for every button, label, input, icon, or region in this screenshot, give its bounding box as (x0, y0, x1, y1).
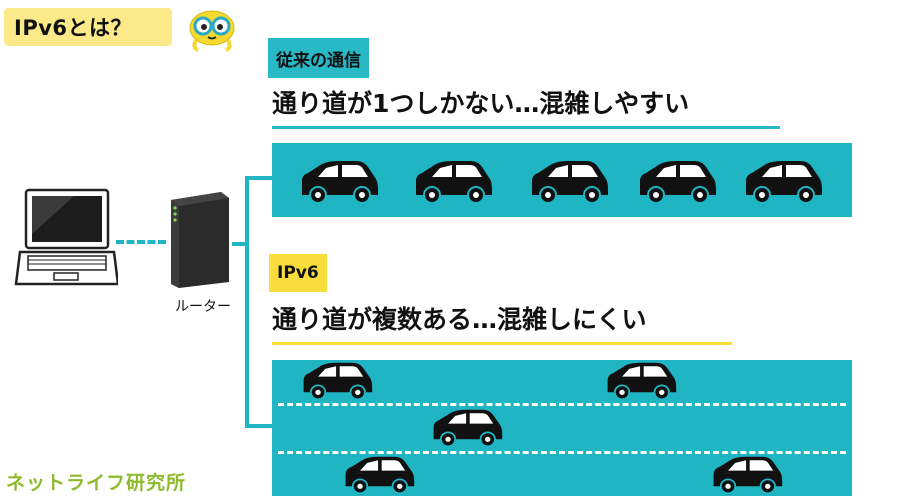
connection-line-vertical (245, 176, 249, 428)
car-icon (298, 159, 380, 205)
car-icon (412, 159, 494, 205)
laptop-router-link (116, 240, 166, 244)
connection-line-ipv6 (245, 424, 273, 428)
page-title: IPv6とは？ (4, 8, 172, 46)
footer-logo: ネットライフ研究所 (6, 472, 187, 494)
car-icon (342, 455, 416, 495)
mascot-icon (186, 6, 238, 54)
legacy-road (272, 143, 852, 217)
legacy-headline: 通り道が1つしかない…混雑しやすい (272, 84, 780, 129)
lane-divider (278, 451, 846, 454)
page-title-text: IPv6とは？ (14, 16, 133, 40)
car-icon (604, 361, 678, 401)
ipv6-section-tag: IPv6 (269, 254, 327, 292)
router-icon (165, 190, 235, 290)
legacy-tag-text: 従来の通信 (276, 50, 361, 71)
router-label: ルーター (175, 299, 231, 315)
connection-line-legacy (245, 176, 273, 180)
car-icon (636, 159, 718, 205)
ipv6-tag-text: IPv6 (277, 263, 319, 283)
car-icon (300, 361, 374, 401)
ipv6-road (272, 360, 852, 496)
car-icon (742, 159, 824, 205)
lane-divider (278, 403, 846, 406)
connection-line-router (232, 242, 248, 246)
laptop-icon (14, 186, 120, 290)
car-icon (710, 455, 784, 495)
ipv6-headline: 通り道が複数ある…混雑しにくい (272, 300, 732, 345)
car-icon (430, 408, 504, 448)
car-icon (528, 159, 610, 205)
legacy-section-tag: 従来の通信 (268, 38, 369, 78)
